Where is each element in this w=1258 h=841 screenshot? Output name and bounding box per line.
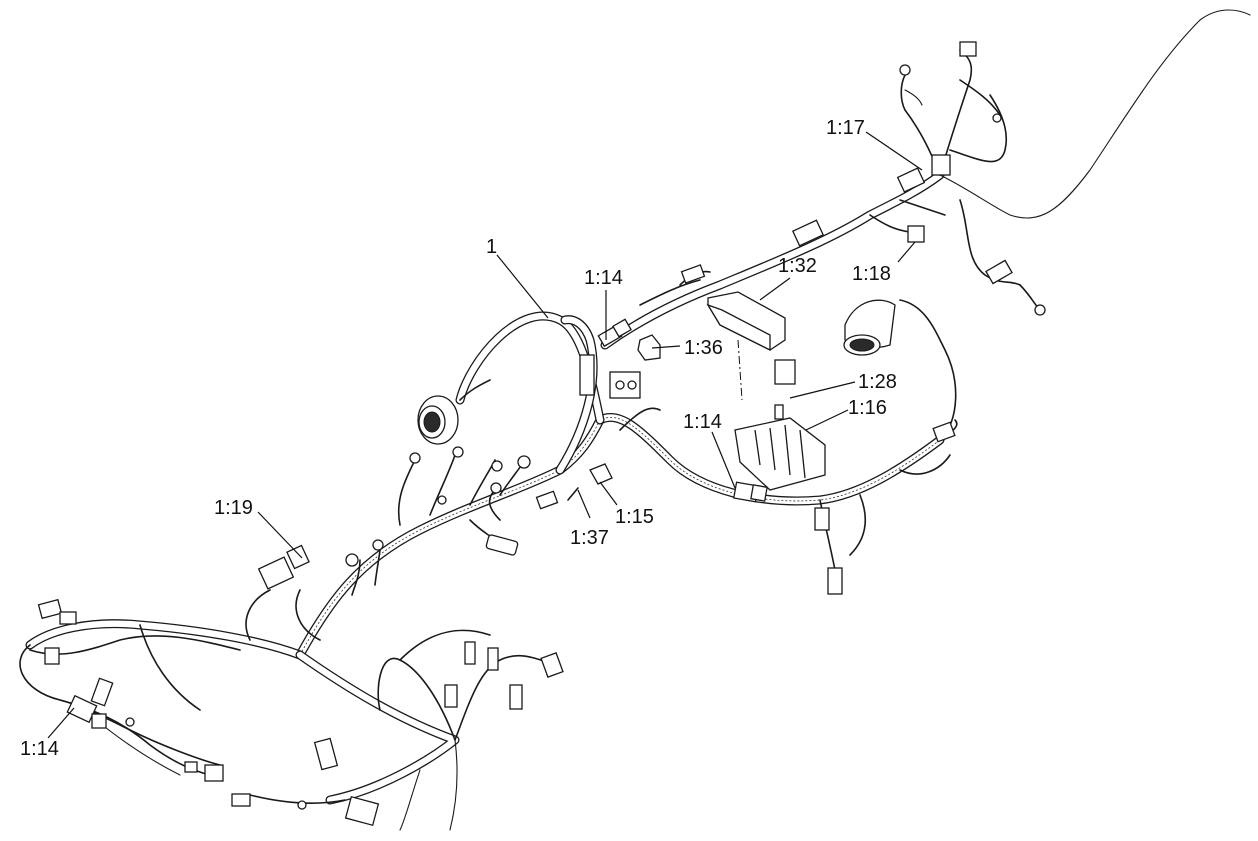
callout-1-17: 1:17 (826, 117, 865, 139)
round-connector (417, 395, 459, 445)
callout-1-28: 1:28 (858, 371, 897, 393)
connector-1-15 (589, 463, 613, 485)
callout-1: 1 (486, 236, 497, 258)
callout-1-15: 1:15 (615, 506, 654, 528)
connector-1-19 (257, 544, 310, 590)
callout-1-14-top: 1:14 (584, 267, 623, 289)
relay-1-28 (774, 359, 796, 385)
elbow-connector (843, 299, 896, 356)
callout-1-16: 1:16 (848, 397, 887, 419)
fuse-box-cover (706, 291, 786, 352)
pin-1-37 (567, 487, 579, 501)
harness-components (37, 41, 1046, 827)
callout-1-14-left: 1:14 (20, 738, 59, 760)
leader-lines (47, 131, 923, 739)
callout-1-19: 1:19 (214, 497, 253, 519)
callout-labels: 1 1:14 1:36 1:32 1:17 1:18 1:28 1:16 1:1… (20, 117, 897, 760)
callout-1-37: 1:37 (570, 527, 609, 549)
fuse-box (734, 404, 826, 491)
callout-1-14-mid: 1:14 (683, 411, 722, 433)
callout-1-18: 1:18 (852, 263, 891, 285)
connector-block-1-36 (579, 334, 661, 399)
callout-1-32: 1:32 (778, 255, 817, 277)
branch-wires (19, 9, 1251, 831)
callout-1-36: 1:36 (684, 337, 723, 359)
